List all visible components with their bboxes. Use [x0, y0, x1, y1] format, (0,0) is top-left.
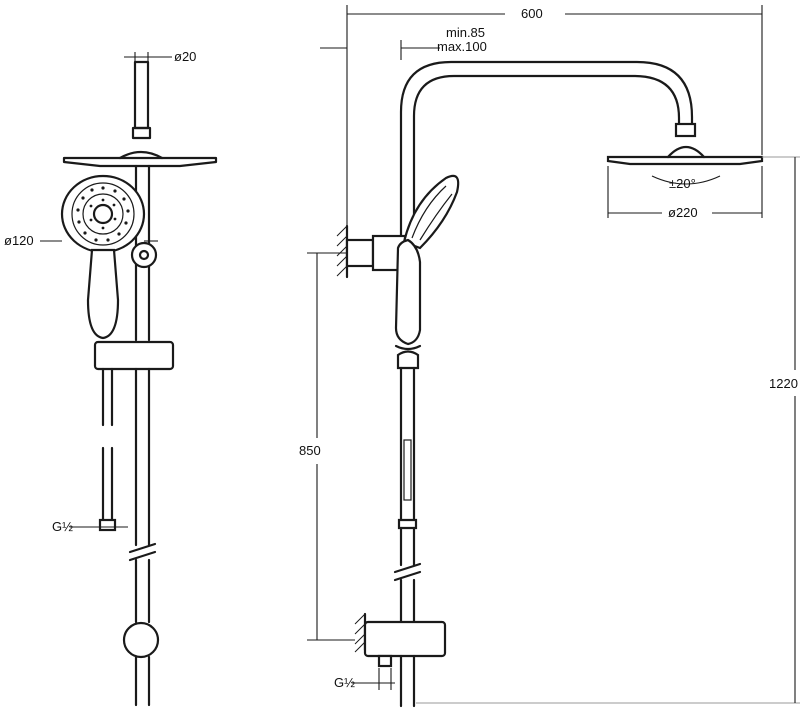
pipe-diameter-label: ø20 [174, 49, 196, 64]
front-mixer-knob [122, 621, 160, 659]
head-diameter-label: ø220 [668, 205, 698, 220]
bar-height-label: 850 [299, 443, 321, 458]
upper-wall-bracket [345, 238, 375, 268]
side-thread-label: G½ [334, 675, 355, 690]
hand-shower-diameter-label: ø120 [4, 233, 34, 248]
front-top-pipe [133, 60, 150, 130]
overall-width-label: 600 [521, 6, 543, 21]
side-dimensions: 600 min.85 max.100 ±20° ø220 1220 850 G½ [299, 5, 800, 704]
front-view [60, 60, 218, 707]
head-tilt-label: ±20° [669, 176, 696, 191]
lower-wall-hatch [354, 612, 367, 653]
front-pipe-nut [131, 126, 152, 140]
side-hand-shower-head [402, 174, 460, 250]
front-thread-label: G½ [52, 519, 73, 534]
upper-wall-hatch [336, 224, 349, 279]
side-shower-arm [399, 60, 694, 237]
front-hand-shower-handle [86, 248, 120, 340]
front-bar-clamp [93, 340, 175, 371]
side-view [336, 60, 764, 708]
arm-min-label: min.85 [446, 25, 485, 40]
side-hand-shower-handle [394, 238, 422, 346]
side-mixer-body [363, 620, 447, 658]
overall-height-label: 1220 [769, 376, 798, 391]
side-rain-head [606, 155, 764, 166]
front-dimensions: ø20 ø120 G½ [4, 49, 196, 534]
front-rain-head [62, 156, 218, 168]
front-nozzle-dots [76, 186, 130, 242]
arm-max-label: max.100 [437, 39, 487, 54]
front-holder [130, 241, 158, 269]
